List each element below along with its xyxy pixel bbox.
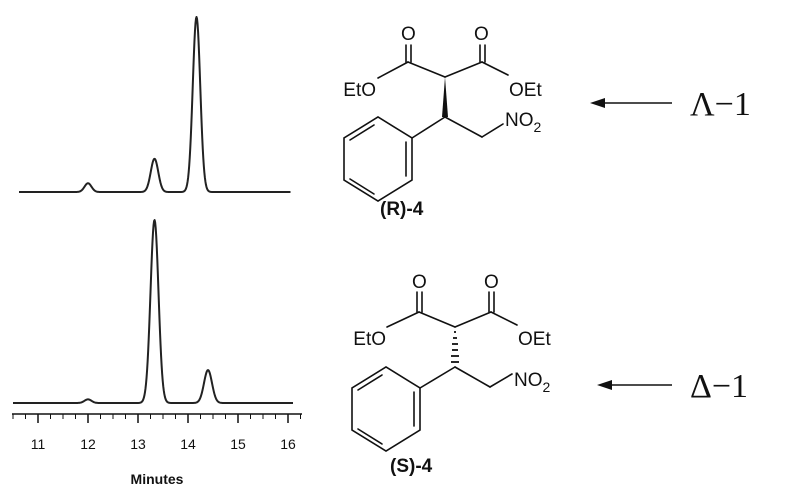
bond xyxy=(357,374,383,391)
bond xyxy=(419,366,456,389)
x-axis-title: Minutes xyxy=(131,471,184,487)
bond xyxy=(407,61,446,78)
bond xyxy=(418,311,456,328)
x-tick-label: 11 xyxy=(31,436,46,452)
x-tick-label: 15 xyxy=(230,436,246,452)
bond xyxy=(481,123,504,138)
carbonyl-oxygen: O xyxy=(474,24,489,45)
carbonyl-oxygen: O xyxy=(412,272,427,293)
arrow-bottom xyxy=(597,380,672,390)
benzene-ring xyxy=(351,366,421,452)
ethoxy-group: OEt xyxy=(518,329,551,350)
x-tick-label: 13 xyxy=(130,436,146,452)
x-tick-label: 12 xyxy=(80,436,96,452)
structure-r-4: O O EtO OEt NO2 (R)-4 xyxy=(343,24,542,220)
bond xyxy=(386,311,420,328)
arrow-top xyxy=(590,98,672,108)
catalyst-label-lambda: Λ−1 xyxy=(690,86,751,123)
hashed-wedge-bond xyxy=(451,331,459,363)
bond xyxy=(377,61,409,79)
bond xyxy=(454,311,492,328)
nitro-group: NO2 xyxy=(505,110,542,135)
x-axis-ticks: 11 12 13 14 15 16 xyxy=(12,414,301,452)
benzene-ring xyxy=(343,116,413,202)
chromatogram-trace-bottom xyxy=(12,219,294,404)
ethoxy-group: OEt xyxy=(509,80,542,101)
catalyst-label-delta: Δ−1 xyxy=(690,368,748,405)
x-tick-label: 14 xyxy=(180,436,196,452)
x-tick-label: 16 xyxy=(280,436,296,452)
wedge-bond xyxy=(442,77,448,117)
bond xyxy=(489,373,513,388)
bond xyxy=(349,178,375,195)
compound-label: (S)-4 xyxy=(390,456,433,477)
structure-s-4: O O EtO OEt NO2 (S)-4 xyxy=(351,272,551,477)
bond xyxy=(454,366,491,388)
bond xyxy=(444,61,483,78)
ethoxy-group: EtO xyxy=(353,329,386,350)
chromatogram-panel: 11 12 13 14 15 16 Minutes xyxy=(12,16,302,487)
compound-label: (R)-4 xyxy=(380,199,424,220)
bond xyxy=(444,116,483,138)
bond xyxy=(357,428,383,445)
chromatogram-trace-top xyxy=(18,16,291,193)
carbonyl-oxygen: O xyxy=(484,272,499,293)
bond xyxy=(349,124,375,141)
carbonyl-oxygen: O xyxy=(401,24,416,45)
bond xyxy=(490,311,518,326)
nitro-group: NO2 xyxy=(514,370,551,395)
bond xyxy=(411,116,446,139)
bond xyxy=(481,61,509,76)
ethoxy-group: EtO xyxy=(343,80,376,101)
